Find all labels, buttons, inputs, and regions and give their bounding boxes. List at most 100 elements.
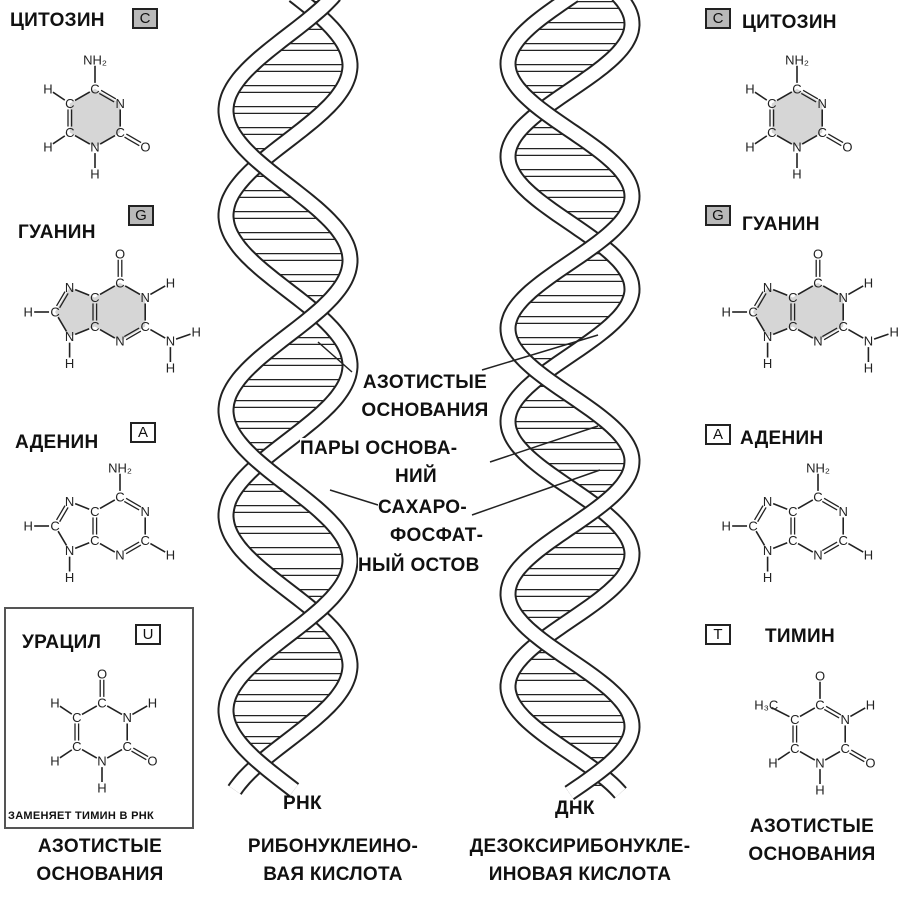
callout-leader-line xyxy=(317,341,353,373)
guanine-right-label: ГУАНИН xyxy=(742,214,820,235)
atom-label: N xyxy=(141,504,150,519)
atom-label: N xyxy=(813,334,822,349)
double-bond xyxy=(123,541,140,552)
single-bond xyxy=(755,530,766,546)
single-bond xyxy=(106,748,123,759)
single-bond xyxy=(849,707,866,718)
atom-label: H xyxy=(745,81,754,96)
ring-shading xyxy=(69,88,121,148)
atom-label: C xyxy=(788,319,797,334)
single-bond xyxy=(59,705,73,715)
atom-label: C xyxy=(50,305,59,320)
callout-leader-line xyxy=(329,489,379,506)
single-bond xyxy=(52,135,66,145)
double-bond xyxy=(826,136,842,147)
dna-abbr: ДНК xyxy=(555,798,595,819)
atom-label: NH₂ xyxy=(785,52,809,67)
atom-label: N xyxy=(116,96,125,111)
atom-label: N xyxy=(763,543,772,558)
atom-label: C xyxy=(72,739,81,754)
single-bond xyxy=(824,750,841,761)
single-bond xyxy=(74,288,90,296)
atom-label: C xyxy=(748,305,757,320)
atom-label: C xyxy=(50,519,59,534)
callout-leader-line xyxy=(489,425,599,463)
atom-label: C xyxy=(818,125,827,140)
single-bond xyxy=(59,749,73,759)
atom-label: C xyxy=(815,697,824,712)
double-bond xyxy=(825,705,842,716)
adenine-right-letter: A xyxy=(705,424,731,445)
single-bond xyxy=(149,285,166,296)
double-bond xyxy=(123,327,140,338)
atom-label: C xyxy=(839,319,848,334)
atom-label: N xyxy=(841,712,850,727)
double-bond xyxy=(753,505,764,521)
atom-label: H xyxy=(43,81,52,96)
atom-label: C xyxy=(839,533,848,548)
single-bond xyxy=(99,542,116,553)
right-caption-1: АЗОТИСТЫЕ xyxy=(749,816,875,837)
callout-pairs-1: ПАРЫ ОСНОВА- xyxy=(300,438,458,460)
atom-label: C xyxy=(767,96,776,111)
single-bond xyxy=(175,333,191,340)
atom-label: N xyxy=(815,756,824,771)
double-bond xyxy=(823,330,840,341)
atom-label: H xyxy=(50,754,59,769)
atom-label: N xyxy=(792,140,801,155)
uracil-letter: U xyxy=(135,624,161,645)
single-bond xyxy=(799,707,816,718)
atom-label: C xyxy=(788,504,797,519)
single-bond xyxy=(74,502,90,510)
thymine-label: ТИМИН xyxy=(765,626,835,647)
atom-label: C xyxy=(813,489,822,504)
atom-label: H xyxy=(866,697,875,712)
dna-helix xyxy=(499,0,641,801)
single-bond xyxy=(797,542,814,553)
atom-label: NH₂ xyxy=(806,460,830,475)
atom-label: N xyxy=(864,334,873,349)
atom-label: H xyxy=(90,167,99,182)
atom-label: H xyxy=(889,325,898,340)
left-caption-2: ОСНОВАНИЯ xyxy=(36,864,164,885)
atom-label: O xyxy=(842,140,852,155)
atom-label: H xyxy=(43,140,52,155)
atom-label: C xyxy=(767,125,776,140)
atom-label: H xyxy=(50,695,59,710)
atom-label: O xyxy=(147,754,157,769)
ring-shading xyxy=(771,88,823,148)
dna-full-1: ДЕЗОКСИРИБОНУКЛЕ- xyxy=(469,836,691,857)
backbone-strand-1 xyxy=(219,0,357,794)
uracil-label: УРАЦИЛ xyxy=(22,632,102,653)
atom-label: NH₂ xyxy=(83,52,107,67)
atom-label: C xyxy=(90,290,99,305)
double-bond xyxy=(125,544,142,555)
atom-label: C xyxy=(90,533,99,548)
thymine-letter: T xyxy=(705,624,731,645)
atom-label: C xyxy=(115,275,124,290)
atom-label: N xyxy=(166,334,175,349)
single-bond xyxy=(57,530,68,546)
double-bond xyxy=(849,752,865,763)
atom-label: H xyxy=(864,361,873,376)
ring-shading xyxy=(753,282,844,342)
atom-label: N xyxy=(763,329,772,344)
single-bond xyxy=(797,285,814,296)
callout-backbone-2: ФОСФАТ- xyxy=(390,525,484,547)
double-bond xyxy=(55,291,66,307)
adenine-left-letter: A xyxy=(130,422,156,443)
double-bond xyxy=(823,708,840,719)
atom-label: N xyxy=(839,504,848,519)
single-bond xyxy=(801,134,818,145)
single-bond xyxy=(777,751,791,761)
cytosine-right-label: ЦИТОЗИН xyxy=(742,12,837,33)
rna-full-2: ВАЯ КИСЛОТА xyxy=(263,864,403,885)
atom-label: N xyxy=(90,140,99,155)
